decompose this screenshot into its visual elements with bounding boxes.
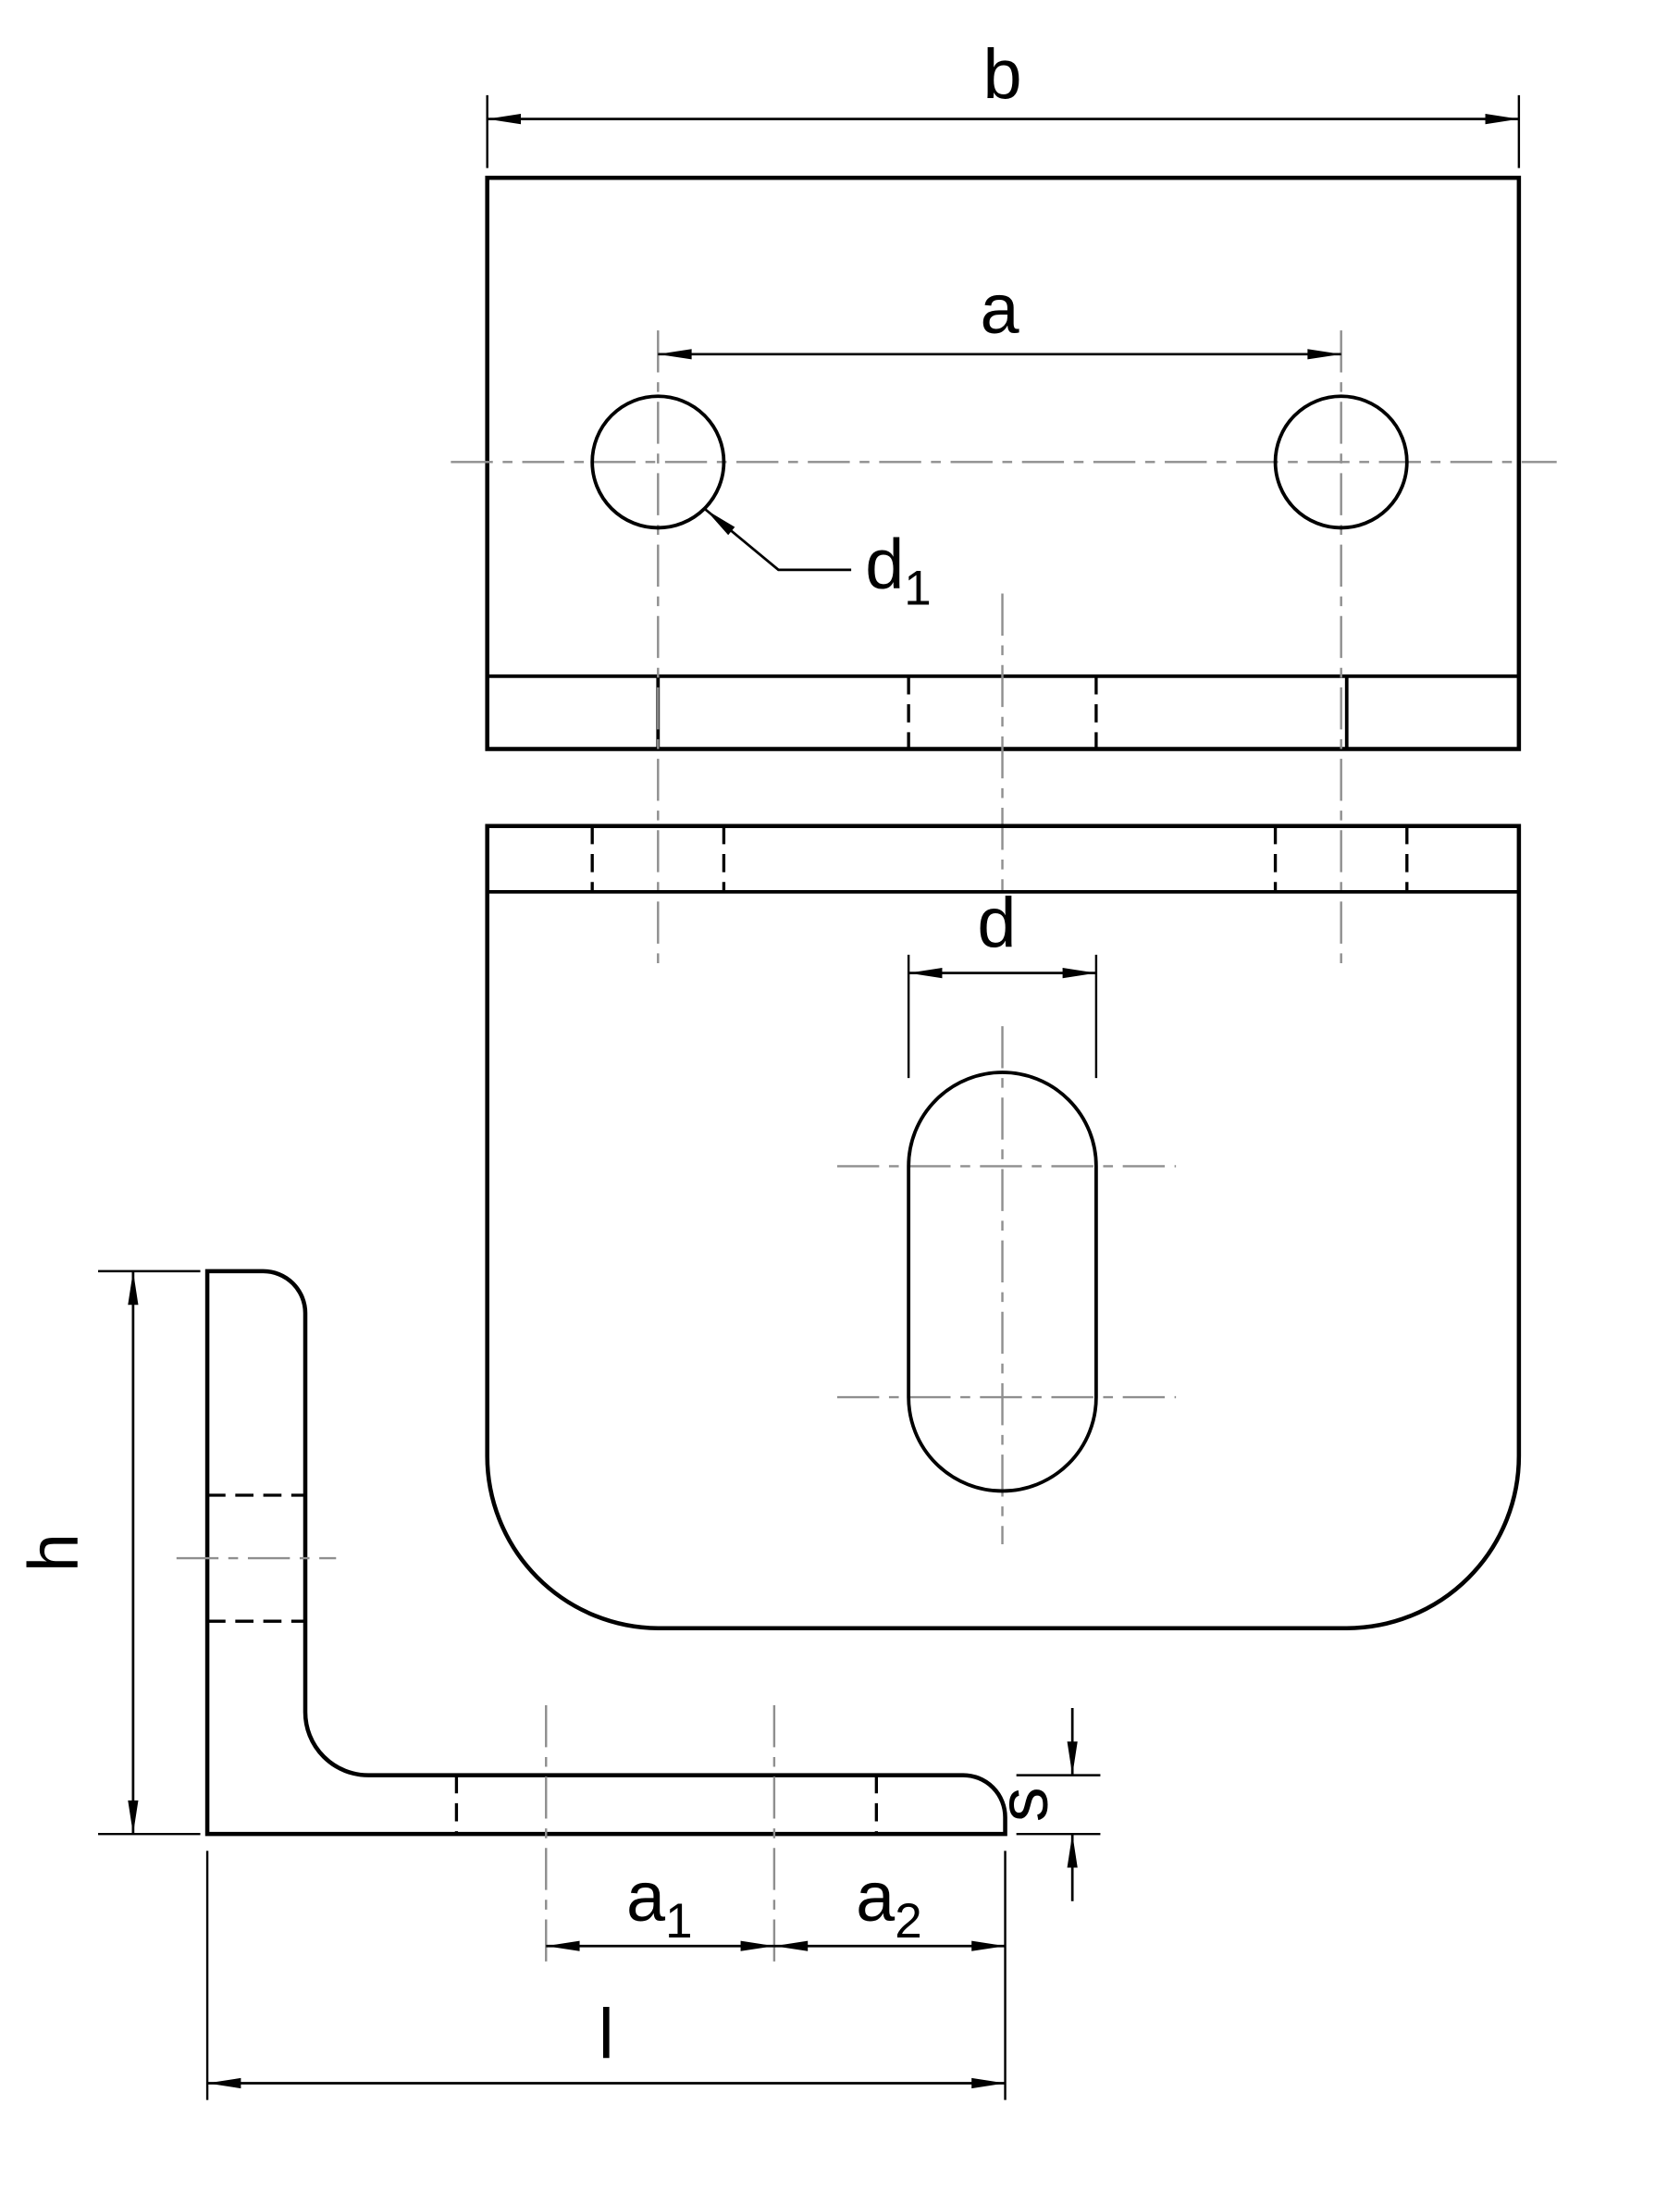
dimension-l: l — [205, 1851, 1007, 2100]
dimensions: b a d1 d h — [15, 36, 1521, 2100]
dim-d1-leader — [704, 508, 852, 572]
hole-left — [590, 394, 726, 530]
dimension-a: a — [658, 271, 1341, 360]
dimension-d1: d1 — [704, 508, 932, 616]
dimension-h: h — [15, 1269, 201, 1836]
side-view — [176, 1269, 1007, 1966]
dimension-d: d — [907, 885, 1098, 1079]
dimension-s: s — [985, 1707, 1101, 1901]
dim-a2-label: a2 — [856, 1859, 922, 1949]
front-plate — [485, 823, 1522, 1631]
dim-h-label: h — [15, 1533, 93, 1572]
top-view — [451, 175, 1557, 970]
dim-l-label: l — [599, 1996, 614, 2073]
dim-a1-label: a1 — [626, 1859, 693, 1949]
top-plate — [485, 175, 1522, 751]
front-view — [485, 823, 1522, 1631]
dim-a-label: a — [980, 271, 1019, 349]
dim-d-label: d — [977, 885, 1016, 962]
dim-d1-label: d1 — [865, 526, 932, 616]
hole-right — [1273, 394, 1409, 530]
dim-s-label: s — [985, 1787, 1063, 1822]
angle-profile — [204, 1269, 1007, 1837]
dimension-a2: a2 — [773, 1859, 1006, 1951]
slot — [907, 1071, 1098, 1493]
dim-b-label: b — [982, 36, 1021, 114]
dimension-a1: a1 — [546, 1859, 774, 1951]
dimension-b: b — [486, 36, 1521, 168]
